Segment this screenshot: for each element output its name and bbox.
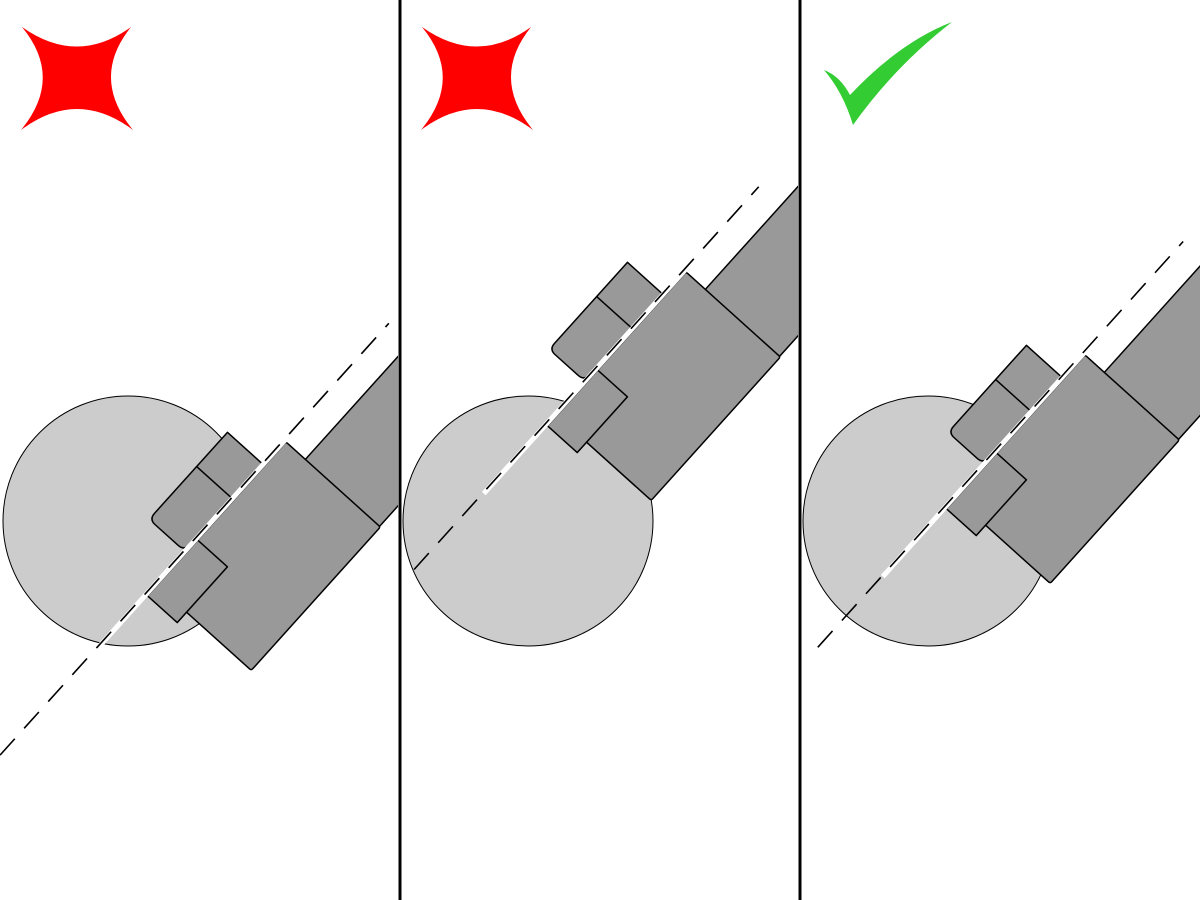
cut-gap bbox=[481, 268, 687, 496]
tool-assembly bbox=[0, 94, 398, 756]
target-circle bbox=[402, 395, 654, 647]
gripper-divider bbox=[196, 465, 233, 499]
alignment-dashed-line bbox=[817, 240, 1184, 648]
green-check-icon bbox=[824, 22, 952, 125]
gripper-divider bbox=[995, 378, 1032, 412]
cut-gap bbox=[81, 438, 287, 666]
alignment-dashed-line bbox=[413, 186, 760, 571]
panel-1 bbox=[0, 27, 398, 756]
cut-gap bbox=[880, 351, 1086, 579]
red-x-icon bbox=[21, 27, 133, 130]
panel-3 bbox=[802, 7, 1200, 648]
panel-2 bbox=[402, 0, 798, 647]
alignment-dashed-line bbox=[0, 322, 390, 756]
tool-assembly bbox=[413, 0, 798, 571]
gripper-divider bbox=[596, 295, 633, 329]
red-x-icon bbox=[421, 27, 533, 130]
